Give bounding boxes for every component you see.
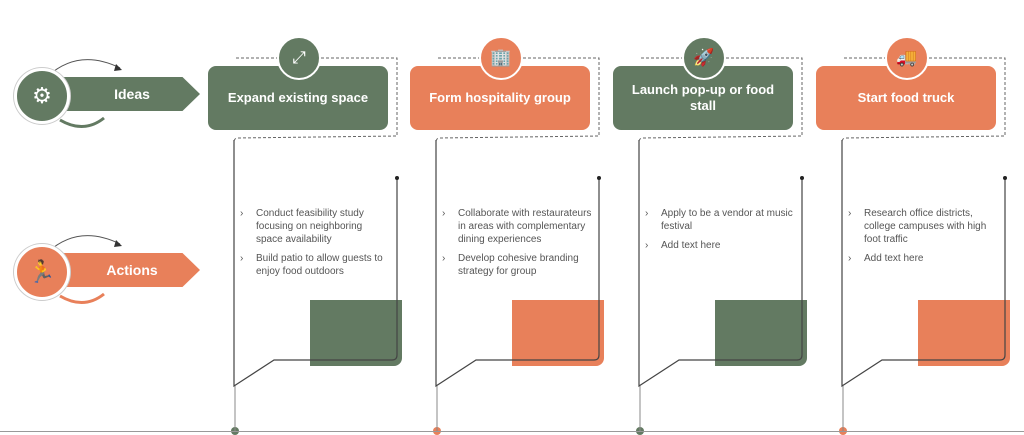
action-item: Collaborate with restaurateurs in areas … bbox=[442, 207, 592, 246]
column-2: 🏢 Form hospitality group Collaborate wit… bbox=[410, 0, 620, 435]
row-label-actions: 🏃 Actions bbox=[14, 235, 204, 304]
action-item: Apply to be a vendor at music festival bbox=[645, 207, 795, 233]
card-accent bbox=[918, 300, 1010, 366]
action-list: Collaborate with restaurateurs in areas … bbox=[442, 207, 592, 284]
rocket-icon: 🚀 bbox=[682, 36, 726, 80]
ideas-arrow: Ideas bbox=[54, 77, 200, 111]
expand-icon: ⤢ bbox=[277, 36, 321, 80]
action-list: Research office districts, college campu… bbox=[848, 207, 998, 271]
action-list: Apply to be a vendor at music festivalAd… bbox=[645, 207, 795, 258]
column-title: Form hospitality group bbox=[410, 66, 590, 130]
food-truck-icon: 🚚 bbox=[885, 36, 929, 80]
card-accent bbox=[512, 300, 604, 366]
column-4: 🚚 Start food truck Research office distr… bbox=[816, 0, 1024, 435]
action-list: Conduct feasibility study focusing on ne… bbox=[240, 207, 390, 284]
card-accent bbox=[715, 300, 807, 366]
card-accent bbox=[310, 300, 402, 366]
code-gear-monitor-icon: ⚙ bbox=[14, 68, 70, 124]
row-label-ideas: ⚙ Ideas bbox=[14, 59, 204, 128]
action-item: Build patio to allow guests to enjoy foo… bbox=[240, 252, 390, 278]
buildings-icon: 🏢 bbox=[479, 36, 523, 80]
actions-arrow: Actions bbox=[54, 253, 200, 287]
action-item: Develop cohesive branding strategy for g… bbox=[442, 252, 592, 278]
action-item: Research office districts, college campu… bbox=[848, 207, 998, 246]
action-item: Conduct feasibility study focusing on ne… bbox=[240, 207, 390, 246]
column-1: ⤢ Expand existing space Conduct feasibil… bbox=[208, 0, 418, 435]
running-person-icon: 🏃 bbox=[14, 244, 70, 300]
column-3: 🚀 Launch pop-up or food stall Apply to b… bbox=[613, 0, 823, 435]
action-item: Add text here bbox=[848, 252, 998, 265]
timeline-baseline bbox=[0, 431, 1024, 432]
action-item: Add text here bbox=[645, 239, 795, 252]
